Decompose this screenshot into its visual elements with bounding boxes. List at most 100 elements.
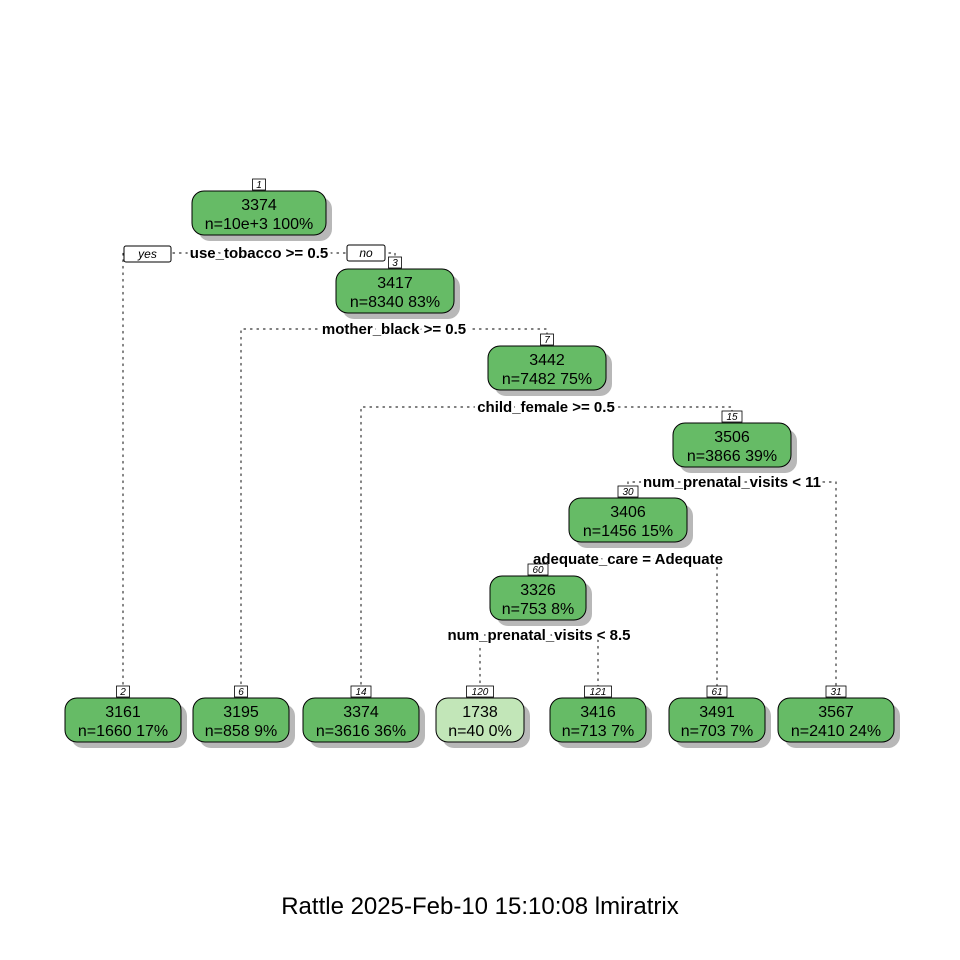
yes-tag: yes bbox=[123, 245, 172, 263]
node-id: 30 bbox=[622, 487, 634, 498]
node-box bbox=[487, 345, 607, 391]
node-id-box bbox=[527, 563, 549, 576]
node-stats: n=3616 36% bbox=[316, 723, 406, 740]
node-id-box bbox=[706, 685, 728, 698]
split-label-60: num_prenatal_visits < 8.5 bbox=[447, 627, 630, 644]
node-id: 31 bbox=[830, 687, 841, 698]
node-box bbox=[777, 697, 895, 743]
tree-node-15: 15 3506 n=3866 39% bbox=[672, 410, 797, 473]
node-value: 3417 bbox=[377, 275, 413, 292]
edge-7-yes-14 bbox=[360, 406, 548, 687]
node-id-box bbox=[234, 685, 248, 698]
edge-60-no-121 bbox=[537, 634, 599, 687]
node-id-box bbox=[466, 685, 494, 698]
node-box bbox=[568, 497, 688, 543]
node-value: 3195 bbox=[223, 704, 259, 721]
tree-node-121: 121 3416 n=713 7% bbox=[549, 685, 652, 748]
node-stats: n=753 8% bbox=[502, 601, 575, 618]
node-id: 2 bbox=[119, 687, 126, 698]
split-label-1: use_tobacco >= 0.5 bbox=[190, 245, 328, 262]
node-box bbox=[64, 697, 182, 743]
tree-node-1: 1 3374 n=10e+3 100% bbox=[191, 178, 332, 241]
node-box bbox=[302, 697, 420, 743]
edge-3-yes-6 bbox=[240, 328, 396, 687]
yes-tag-box bbox=[123, 245, 172, 263]
split-label-15: num_prenatal_visits < 11 bbox=[643, 474, 821, 491]
node-box bbox=[191, 190, 327, 236]
node-id: 7 bbox=[544, 335, 550, 346]
tree-node-3: 3 3417 n=8340 83% bbox=[335, 256, 460, 319]
tree-node-6: 6 3195 n=858 9% bbox=[192, 685, 295, 748]
node-id: 15 bbox=[726, 412, 738, 423]
node-box bbox=[435, 697, 525, 743]
node-id-box bbox=[388, 256, 402, 269]
node-id-box bbox=[540, 333, 554, 346]
edge-30-no-61 bbox=[627, 558, 718, 687]
node-value: 3374 bbox=[241, 197, 277, 214]
node-stats: n=2410 24% bbox=[791, 723, 881, 740]
node-id-box bbox=[584, 685, 612, 698]
node-value: 3406 bbox=[610, 504, 646, 521]
node-id: 6 bbox=[238, 687, 244, 698]
tree-node-30: 30 3406 n=1456 15% bbox=[568, 485, 693, 548]
node-value: 3442 bbox=[529, 352, 565, 369]
node-box bbox=[672, 422, 792, 468]
node-id-box bbox=[252, 178, 266, 191]
split-label-3: mother_black >= 0.5 bbox=[322, 321, 466, 338]
node-stats: n=858 9% bbox=[205, 723, 278, 740]
node-value: 3161 bbox=[105, 704, 141, 721]
node-value: 3491 bbox=[699, 704, 735, 721]
node-box bbox=[192, 697, 290, 743]
node-value: 3506 bbox=[714, 429, 750, 446]
tree-node-31: 31 3567 n=2410 24% bbox=[777, 685, 900, 748]
tree-node-120: 120 1738 n=40 0% bbox=[435, 685, 530, 748]
node-id-box bbox=[617, 485, 639, 498]
node-id-box bbox=[825, 685, 847, 698]
node-stats: n=3866 39% bbox=[687, 448, 777, 465]
edge-1-no-3 bbox=[258, 252, 396, 258]
no-tag-box bbox=[346, 244, 386, 262]
edge-60-yes-120 bbox=[479, 634, 539, 687]
node-id: 61 bbox=[711, 687, 722, 698]
tree-node-7: 7 3442 n=7482 75% bbox=[487, 333, 612, 396]
node-id: 121 bbox=[590, 687, 607, 698]
edge-1-yes-2 bbox=[122, 252, 260, 687]
node-box bbox=[489, 575, 587, 621]
node-stats: n=40 0% bbox=[448, 723, 512, 740]
split-label-30: adequate_care = Adequate bbox=[533, 551, 723, 568]
tree-node-2: 2 3161 n=1660 17% bbox=[64, 685, 187, 748]
node-id: 14 bbox=[355, 687, 367, 698]
node-box bbox=[549, 697, 647, 743]
yes-tag-text: yes bbox=[137, 247, 157, 261]
edge-15-no-31 bbox=[731, 481, 837, 687]
node-id: 3 bbox=[392, 258, 398, 269]
footer-caption: Rattle 2025-Feb-10 15:10:08 lmiratrix bbox=[281, 893, 679, 920]
no-tag-text: no bbox=[359, 246, 373, 260]
tree-node-60: 60 3326 n=753 8% bbox=[489, 563, 592, 626]
node-id: 120 bbox=[472, 687, 489, 698]
node-value: 3326 bbox=[520, 582, 556, 599]
node-stats: n=1660 17% bbox=[78, 723, 168, 740]
node-box bbox=[335, 268, 455, 314]
node-id: 60 bbox=[532, 565, 544, 576]
no-tag: no bbox=[346, 244, 386, 262]
node-id-box bbox=[721, 410, 743, 423]
node-value: 3374 bbox=[343, 704, 379, 721]
node-stats: n=10e+3 100% bbox=[205, 216, 314, 233]
node-id: 1 bbox=[256, 180, 262, 191]
node-stats: n=7482 75% bbox=[502, 371, 592, 388]
node-value: 3567 bbox=[818, 704, 854, 721]
tree-node-14: 14 3374 n=3616 36% bbox=[302, 685, 425, 748]
node-stats: n=713 7% bbox=[562, 723, 635, 740]
edge-15-yes-30 bbox=[627, 481, 733, 487]
node-value: 3416 bbox=[580, 704, 616, 721]
node-stats: n=1456 15% bbox=[583, 523, 673, 540]
node-stats: n=703 7% bbox=[681, 723, 754, 740]
node-id-box bbox=[350, 685, 372, 698]
split-label-7: child_female >= 0.5 bbox=[477, 399, 615, 416]
node-id-box bbox=[116, 685, 130, 698]
tree-node-61: 61 3491 n=703 7% bbox=[668, 685, 771, 748]
node-stats: n=8340 83% bbox=[350, 294, 440, 311]
node-value: 1738 bbox=[462, 704, 498, 721]
